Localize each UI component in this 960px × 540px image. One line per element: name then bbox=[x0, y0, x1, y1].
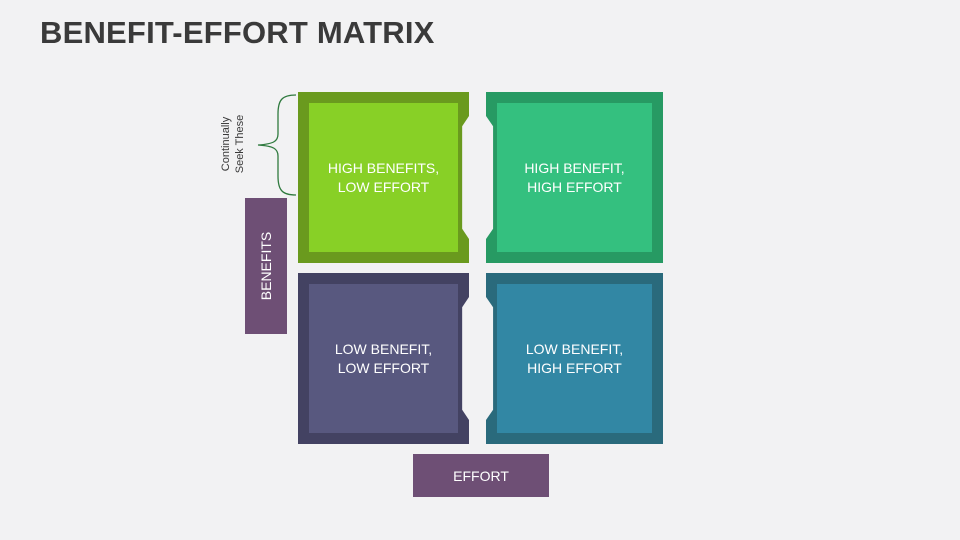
x-axis-label-box: EFFORT bbox=[413, 454, 549, 497]
annotation-text: Continually Seek These bbox=[220, 114, 246, 174]
quadrant-fill bbox=[497, 103, 652, 252]
slide-title: BENEFIT-EFFORT MATRIX bbox=[40, 15, 435, 50]
quadrant-label: HIGH BENEFITS, LOW EFFORT bbox=[327, 159, 440, 195]
quadrant-fill bbox=[497, 284, 652, 433]
quadrant-fill bbox=[309, 103, 458, 252]
x-axis-label: EFFORT bbox=[453, 467, 509, 484]
quadrant-high-benefit-high-effort: HIGH BENEFIT, HIGH EFFORT bbox=[486, 92, 663, 263]
y-axis-label: BENEFITS bbox=[258, 231, 274, 301]
curly-brace-icon bbox=[257, 94, 297, 196]
quadrant-low-benefit-high-effort: LOW BENEFIT, HIGH EFFORT bbox=[486, 273, 663, 444]
quadrant-label: LOW BENEFIT, LOW EFFORT bbox=[334, 340, 433, 376]
quadrant-fill bbox=[309, 284, 458, 433]
quadrant-label: HIGH BENEFIT, HIGH EFFORT bbox=[524, 159, 625, 195]
quadrant-high-benefit-low-effort: HIGH BENEFITS, LOW EFFORT bbox=[298, 92, 469, 263]
y-axis-label-box: BENEFITS bbox=[245, 198, 287, 334]
quadrant-label: LOW BENEFIT, HIGH EFFORT bbox=[525, 340, 624, 376]
quadrant-low-benefit-low-effort: LOW BENEFIT, LOW EFFORT bbox=[298, 273, 469, 444]
